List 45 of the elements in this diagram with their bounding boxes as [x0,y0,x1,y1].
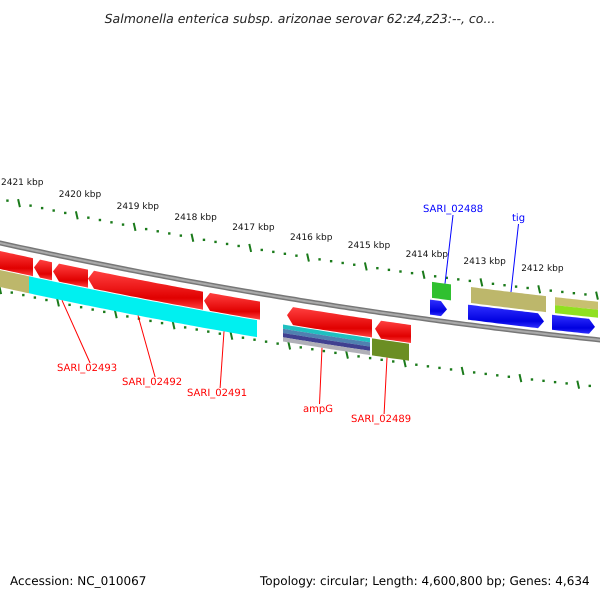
scale-label: 2412 kbp [521,264,564,274]
scale-label: 2416 kbp [290,232,332,243]
gene-label: ampG [303,404,333,415]
scale-label: 2413 kbp [463,257,506,268]
leader-line [62,300,91,364]
gene-block [204,292,260,320]
leader-line [384,357,388,414]
scale-label: 2418 kbp [174,212,217,223]
feature-bar [0,268,29,294]
gene-block [552,314,595,334]
title: Salmonella enterica subsp. arizonae serovar 62:z4,z23:--, co... [104,11,496,26]
leader-line [319,347,322,404]
scale-label: 2417 kbp [232,222,275,233]
feature-bar [471,287,546,312]
gene-block [468,304,544,328]
gene-block [34,260,52,280]
leader-line [510,224,519,292]
scale-label: 2419 kbp [116,202,159,212]
gene-block [287,307,372,338]
gene-label: SARI_02489 [351,414,412,425]
accession-text: Accession: NC_010067 [10,574,146,588]
gene-label: SARI_02491 [187,388,248,399]
scale-label: 2414 kbp [406,250,448,260]
feature-bar [0,250,33,276]
gene-block [88,270,203,310]
leader-line [138,315,156,378]
scale-label: 2421 kbp [1,178,44,188]
gene-block [53,264,88,288]
scale-label: 2415 kbp [348,241,390,252]
feature-bar [29,276,200,328]
feature-bar [555,297,598,318]
gene-label: SARI_02488 [423,204,484,215]
genome-info-text: Topology: circular; Length: 4,600,800 bp; Genes: 4,634 [260,574,590,588]
leader-line [220,330,224,388]
scale-label: 2420 kbp [58,190,102,200]
feature-bar [372,338,409,361]
feature-bar [432,282,451,300]
gene-label: SARI_02492 [122,377,182,388]
gene-block [430,300,447,316]
leader-line [444,214,454,284]
gene-label: SARI_02493 [57,363,118,374]
gene-label: tig [512,213,526,224]
gene-block [375,320,411,343]
feature-bar [283,324,370,356]
feature-bar [200,310,257,338]
